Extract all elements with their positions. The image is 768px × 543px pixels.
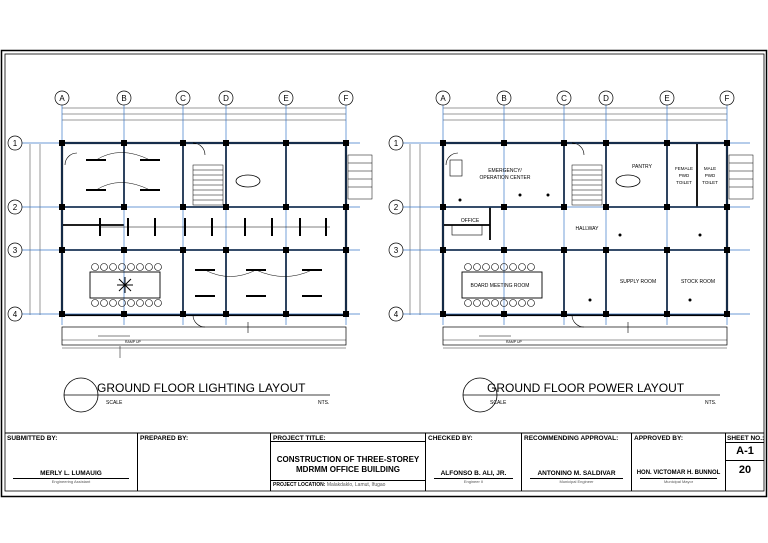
checked-by-cell: CHECKED BY: ALFONSO B. ALI, JR. Engineer… — [426, 433, 522, 491]
project-title-label: PROJECT TITLE: — [273, 435, 326, 442]
prepared-by-cell: PREPARED BY: — [138, 433, 271, 491]
power-grid-row-2: 2 — [394, 203, 399, 212]
grid-row-4: 4 — [13, 310, 18, 319]
approved-by-label: APPROVED BY: — [634, 435, 683, 442]
submitted-by-label: SUBMITTED BY: — [7, 435, 58, 442]
grid-col-b: B — [121, 94, 126, 103]
room-female-line3: TOILET — [676, 180, 692, 185]
room-male-line2: PWD — [705, 173, 716, 178]
project-title-line2: MDRMM OFFICE BUILDING — [296, 465, 400, 474]
room-male-line3: TOILET — [702, 180, 718, 185]
grid-col-c: C — [180, 94, 186, 103]
power-plan: RAMP UP EMERGENCY/ OPERATION CENTER PANT… — [403, 104, 754, 349]
grid-col-f: F — [344, 94, 349, 103]
grid-col-d: D — [223, 94, 229, 103]
checked-by-role: Engineer II — [463, 479, 484, 484]
room-emergency-line1: EMERGENCY/ — [488, 168, 522, 174]
approved-by-signature-line — [640, 478, 717, 479]
power-grid-col-a: A — [440, 94, 446, 103]
approved-by-cell: APPROVED BY: HON. VICTOMAR H. BUNNOL Mun… — [632, 433, 726, 491]
power-grid-col-c: C — [561, 94, 567, 103]
sheet-number: 20 — [738, 464, 752, 476]
project-title-line1: CONSTRUCTION OF THREE-STOREY — [276, 455, 420, 464]
sheet-code: A-1 — [736, 445, 754, 457]
recommending-approval-cell: RECOMMENDING APPROVAL: ANTONINO M. SALDI… — [522, 433, 632, 491]
recommending-approval-role: Municipal Engineer — [559, 479, 594, 484]
recommending-approval-label: RECOMMENDING APPROVAL: — [524, 435, 619, 442]
power-grid-col-b: B — [501, 94, 506, 103]
lighting-scale-value: NTS. — [318, 400, 329, 406]
lighting-title-block: GROUND FLOOR LIGHTING LAYOUT SCALE NTS. — [63, 377, 330, 413]
power-ramp-label: RAMP UP — [506, 340, 523, 344]
power-grid-row-3: 3 — [394, 246, 399, 255]
lighting-scale-label: SCALE — [106, 400, 123, 406]
grid-row-1: 1 — [13, 139, 18, 148]
checked-by-label: CHECKED BY: — [428, 435, 473, 442]
room-office: OFFICE — [461, 218, 480, 224]
room-female-line1: FEMALE — [675, 166, 693, 171]
project-location: PROJECT LOCATION: Malakdaklo, Lamut, Ifu… — [273, 482, 385, 488]
power-grid-col-f: F — [725, 94, 730, 103]
room-hallway: HALLWAY — [576, 226, 600, 232]
power-grid-row-4: 4 — [394, 310, 399, 319]
room-pantry: PANTRY — [632, 164, 652, 170]
power-grid-col-d: D — [603, 94, 609, 103]
power-grid-col-e: E — [664, 94, 669, 103]
grid-col-e: E — [283, 94, 288, 103]
checked-by-name: ALFONSO B. ALI, JR. — [440, 470, 507, 477]
power-grid-row-1: 1 — [394, 139, 399, 148]
power-scale-label: SCALE — [490, 400, 507, 406]
approved-by-name: HON. VICTOMAR H. BUNNOL — [636, 470, 721, 476]
power-title: GROUND FLOOR POWER LAYOUT — [487, 381, 685, 395]
recommending-approval-name: ANTONINO M. SALDIVAR — [537, 470, 616, 477]
sheet-number-cell: SHEET NO.: A-1 20 — [726, 433, 764, 491]
power-grid-bubbles: A B C D E F 1 2 3 4 — [388, 90, 735, 322]
grid-col-a: A — [59, 94, 65, 103]
submitted-by-signature-line — [13, 478, 129, 479]
sheet-number-label: SHEET NO.: — [727, 435, 765, 442]
room-emergency-line2: OPERATION CENTER — [479, 175, 530, 181]
grid-row-3: 3 — [13, 246, 18, 255]
room-supply: SUPPLY ROOM — [620, 279, 656, 285]
power-title-block: GROUND FLOOR POWER LAYOUT SCALE NTS. — [462, 377, 720, 413]
approved-by-role: Municipal Mayor — [663, 479, 694, 484]
checked-by-signature-line — [434, 478, 513, 479]
lighting-ramp-label: RAMP UP — [125, 340, 142, 344]
project-location-label: PROJECT LOCATION: — [273, 482, 326, 488]
submitted-by-cell: SUBMITTED BY: MERLY L. LUMAUIG Engineeri… — [5, 433, 138, 491]
lighting-title: GROUND FLOOR LIGHTING LAYOUT — [97, 381, 306, 395]
power-scale-value: NTS. — [705, 400, 716, 406]
submitted-by-name: MERLY L. LUMAUIG — [40, 470, 102, 477]
project-location-value: Malakdaklo, Lamut, Ifugao — [326, 482, 386, 488]
project-title-cell: PROJECT TITLE: CONSTRUCTION OF THREE-STO… — [271, 433, 426, 491]
title-block: SUBMITTED BY: MERLY L. LUMAUIG Engineeri… — [5, 433, 764, 491]
submitted-by-role: Engineering Assistant — [51, 479, 91, 484]
prepared-by-label: PREPARED BY: — [140, 435, 189, 442]
project-title: CONSTRUCTION OF THREE-STOREY MDRMM OFFIC… — [271, 455, 425, 475]
lighting-plan: RAMP UP — [22, 104, 373, 358]
room-board-meeting: BOARD MEETING ROOM — [471, 283, 530, 289]
lighting-grid-bubbles: A B C D E F 1 2 3 4 — [7, 90, 354, 322]
room-female-line2: PWD — [679, 173, 690, 178]
room-stock: STOCK ROOM — [681, 279, 715, 285]
recommending-signature-line — [530, 478, 623, 479]
room-male-line1: MALE — [704, 166, 716, 171]
grid-row-2: 2 — [13, 203, 18, 212]
